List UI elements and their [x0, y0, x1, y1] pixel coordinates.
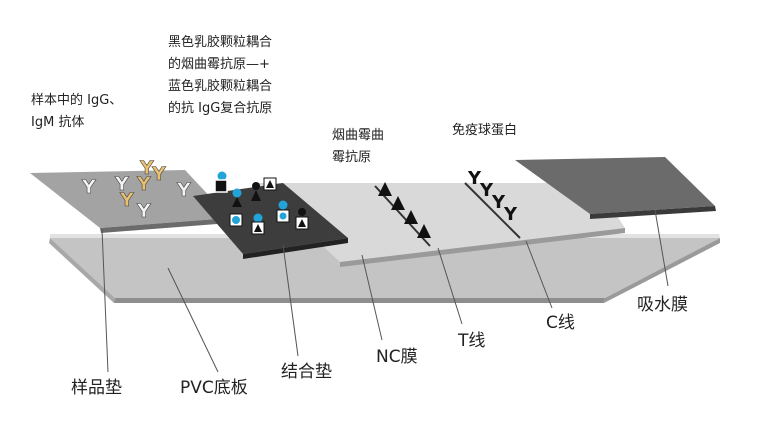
svg-text:Y: Y	[139, 157, 154, 179]
svg-text:Y: Y	[151, 163, 166, 185]
svg-text:Y: Y	[119, 189, 134, 211]
svg-text:Y: Y	[136, 173, 151, 195]
sample-pad-label: 样品垫	[71, 378, 122, 398]
t-line-label: T线	[458, 331, 486, 351]
svg-text:Y: Y	[467, 168, 482, 189]
absorbent-pad	[515, 157, 716, 219]
antigen-triangles	[378, 182, 431, 238]
conjugate-line-1: 黑色乳胶颗粒耦合	[168, 35, 273, 50]
svg-text:Y: Y	[176, 179, 191, 201]
absorbent-pad-label: 吸水膜	[637, 295, 688, 315]
sample-pad	[30, 170, 230, 233]
sample-antibody-line-2: IgM 抗体	[31, 115, 85, 130]
c-line-label: C线	[546, 313, 575, 333]
sample-antibody-annotation: 样本中的 IgG、 IgM 抗体	[31, 90, 122, 134]
pvc-base-plate	[49, 234, 720, 303]
conjugate-line-2: 的烟曲霉抗原—+	[168, 57, 270, 72]
antigen-line-1: 烟曲霉曲	[332, 128, 385, 143]
latex-conjugates	[214, 171, 309, 235]
antigen-line-2: 霉抗原	[332, 150, 372, 165]
immunoglobulin-symbols: Y Y Y Y	[467, 168, 518, 225]
conjugate-pad-label: 结合垫	[281, 362, 332, 382]
conjugate-annotation: 黑色乳胶颗粒耦合 的烟曲霉抗原—+ 蓝色乳胶颗粒耦合 的抗 IgG复合抗原	[168, 32, 272, 120]
leader-lines	[101, 209, 669, 373]
svg-text:Y: Y	[491, 192, 506, 213]
conjugate-line-3: 蓝色乳胶颗粒耦合	[168, 79, 273, 94]
svg-text:Y: Y	[114, 173, 129, 195]
antigen-annotation: 烟曲霉曲 霉抗原	[332, 125, 384, 169]
svg-text:Y: Y	[503, 204, 518, 225]
pvc-board-label: PVC底板	[180, 378, 248, 398]
immunoglobulin-annotation: 免疫球蛋白	[452, 123, 518, 138]
conjugate-line-4: 的抗 IgG复合抗原	[168, 101, 273, 116]
svg-text:Y: Y	[136, 200, 151, 222]
svg-text:Y: Y	[81, 176, 96, 198]
sample-antibody-line-1: 样本中的 IgG、	[31, 93, 123, 108]
conjugate-pad	[193, 183, 348, 259]
antibody-symbols: Y Y Y Y Y Y Y Y	[81, 157, 192, 223]
svg-text:Y: Y	[479, 180, 494, 201]
nc-membrane-label: NC膜	[376, 347, 418, 367]
